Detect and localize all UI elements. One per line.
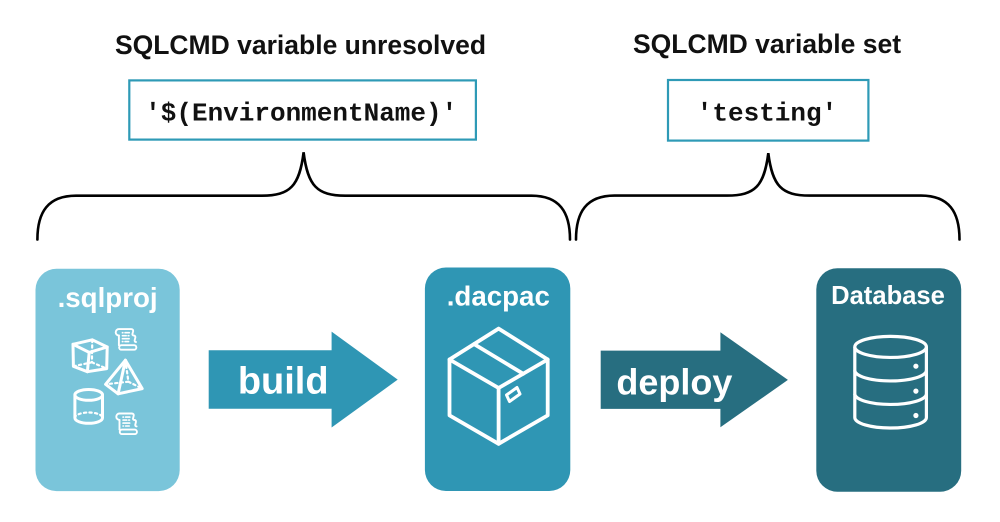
svg-text:.sqlproj: .sqlproj (58, 282, 158, 313)
svg-text:Database: Database (831, 282, 945, 310)
svg-text:SQLCMD variable unresolved: SQLCMD variable unresolved (115, 30, 486, 60)
svg-text:SQLCMD variable set: SQLCMD variable set (633, 29, 901, 59)
svg-text:'testing': 'testing' (697, 98, 837, 128)
svg-text:deploy: deploy (616, 362, 732, 403)
svg-text:build: build (238, 360, 329, 402)
svg-text:.dacpac: .dacpac (447, 280, 550, 311)
svg-text:'$(EnvironmentName)': '$(EnvironmentName)' (145, 99, 457, 129)
